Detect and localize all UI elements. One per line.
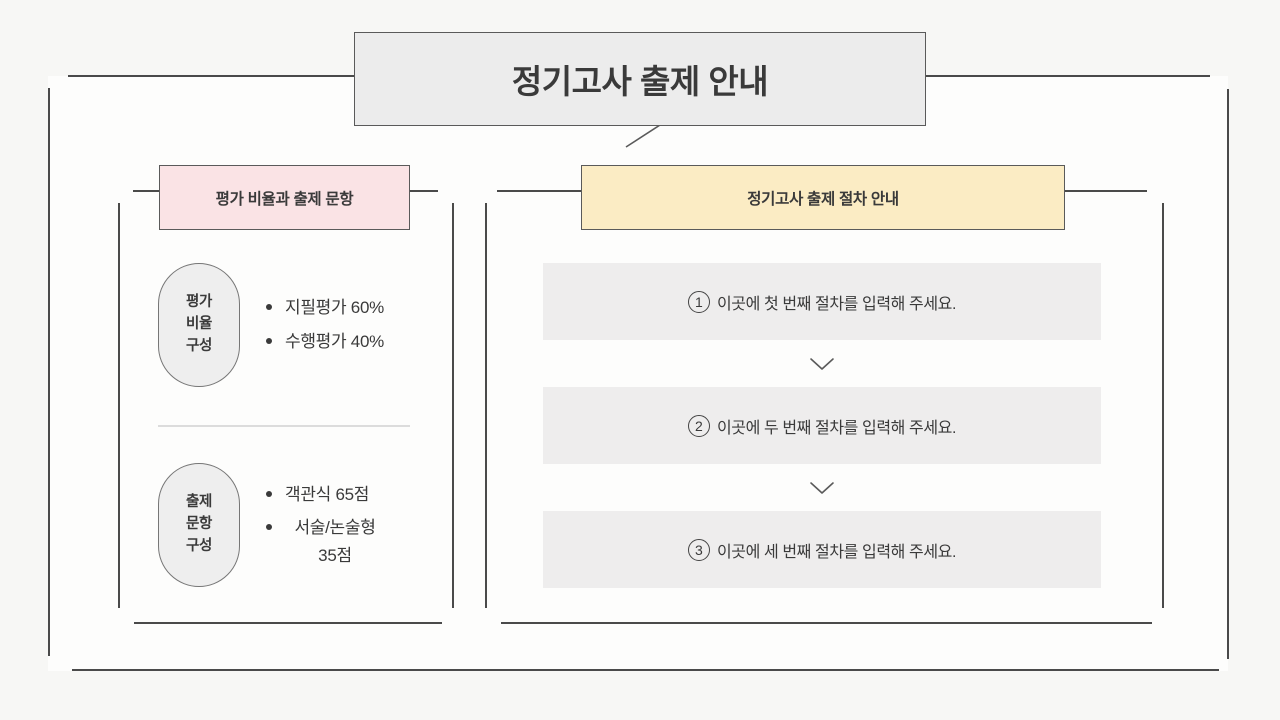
right-panel-left-line <box>485 203 487 608</box>
frame-left-line <box>48 88 50 656</box>
left-panel-content: 평가 비율 구성 지필평가 60% 수행평가 40% 출제 문항 구성 <box>118 230 454 622</box>
step-3-inner: 3 이곳에 세 번째 절차를 입력해 주세요. <box>687 538 957 562</box>
step-3-label: 이곳에 세 번째 절차를 입력해 주세요. <box>716 543 957 561</box>
left-panel-bottom-line <box>134 622 442 624</box>
evaluation-ratio-bullets: 지필평가 60% 수행평가 40% <box>266 291 384 358</box>
step-connector-2 <box>543 464 1101 511</box>
step-2-number-badge: 2 <box>687 414 710 437</box>
bullet-label: 수행평가 40% <box>285 332 384 351</box>
step-1-number-badge: 1 <box>687 290 710 313</box>
speech-bubble-tail-icon <box>625 124 661 148</box>
bullet-label: 지필평가 60% <box>285 298 384 318</box>
list-item: 서술/논술형 35점 <box>266 514 387 569</box>
question-composition-label-line-2: 문항 <box>186 516 212 533</box>
step-connector-1 <box>543 340 1101 387</box>
bullet-label: 객관식 65점 <box>285 484 370 504</box>
bullet-dot-icon <box>266 304 272 311</box>
left-panel-connector-left <box>133 190 161 192</box>
evaluation-ratio-oval: 평가 비율 구성 <box>158 263 240 387</box>
step-2-inner: 2 이곳에 두 번째 절차를 입력해 주세요. <box>687 414 957 438</box>
left-panel-connector-right <box>409 190 438 192</box>
right-panel-header: 정기고사 출제 절차 안내 <box>581 165 1065 230</box>
right-panel-right-line <box>1162 203 1164 608</box>
question-composition-label-line-3: 구성 <box>186 537 212 554</box>
evaluation-ratio-label-line-3: 구성 <box>186 337 212 354</box>
question-composition-bullets: 객관식 65점 서술/논술형 35점 <box>266 478 387 573</box>
evaluation-ratio-label-line-2: 비율 <box>186 316 212 333</box>
procedure-step-3[interactable]: 3 이곳에 세 번째 절차를 입력해 주세요. <box>543 511 1101 588</box>
procedure-steps-list: 1 이곳에 첫 번째 절차를 입력해 주세요. 2 이곳에 두 번째 절차를 입… <box>543 263 1101 588</box>
right-panel-header-label: 정기고사 출제 절차 안내 <box>747 190 899 208</box>
left-panel-divider <box>158 425 410 427</box>
evaluation-ratio-group: 평가 비율 구성 지필평가 60% 수행평가 40% <box>158 263 384 387</box>
chevron-down-icon <box>810 481 834 494</box>
list-item: 지필평가 60% <box>266 294 384 322</box>
right-panel-bottom-line <box>501 622 1152 624</box>
step-1-inner: 1 이곳에 첫 번째 절차를 입력해 주세요. <box>687 290 957 314</box>
question-composition-label-line-1: 출제 <box>186 494 212 511</box>
list-item: 객관식 65점 <box>266 481 387 509</box>
bullet-dot-icon <box>266 490 272 497</box>
page-title: 정기고사 출제 안내 <box>511 63 769 100</box>
step-2-label: 이곳에 두 번째 절차를 입력해 주세요. <box>716 419 957 437</box>
right-panel-connector-right <box>1064 190 1147 192</box>
evaluation-ratio-label-line-1: 평가 <box>186 294 212 311</box>
left-panel-header: 평가 비율과 출제 문항 <box>159 165 410 230</box>
step-3-number-badge: 3 <box>687 538 710 561</box>
frame-bottom-line <box>72 669 1219 671</box>
procedure-step-2[interactable]: 2 이곳에 두 번째 절차를 입력해 주세요. <box>543 387 1101 464</box>
list-item: 수행평가 40% <box>266 328 384 356</box>
left-panel-right-line <box>452 203 454 608</box>
question-composition-oval: 출제 문항 구성 <box>158 463 240 587</box>
bullet-dot-icon <box>266 338 272 344</box>
right-panel-connector-left <box>497 190 581 192</box>
bullet-dot-icon <box>266 524 272 531</box>
bullet-label: 서술/논술형 35점 <box>294 518 376 565</box>
slide-title-box: 정기고사 출제 안내 <box>354 32 926 126</box>
question-composition-group: 출제 문항 구성 객관식 65점 서술/논술형 35점 <box>158 463 387 587</box>
left-panel-left-line <box>118 203 120 608</box>
frame-right-line <box>1227 89 1229 659</box>
left-panel-header-label: 평가 비율과 출제 문항 <box>215 190 354 208</box>
step-1-label: 이곳에 첫 번째 절차를 입력해 주세요. <box>716 295 957 313</box>
chevron-down-icon <box>810 357 834 370</box>
procedure-step-1[interactable]: 1 이곳에 첫 번째 절차를 입력해 주세요. <box>543 263 1101 340</box>
